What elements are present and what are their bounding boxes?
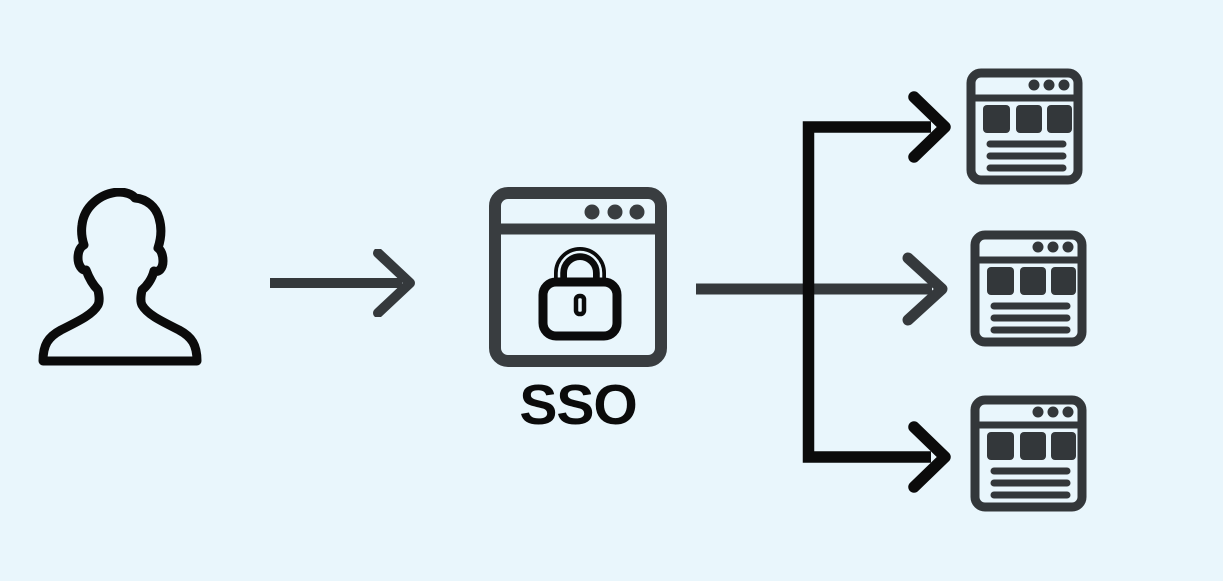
window-dots-icon (1032, 406, 1074, 418)
window-dots-icon (584, 204, 645, 220)
lock-icon (538, 247, 622, 341)
content-tiles (987, 267, 1076, 295)
content-lines (990, 467, 1071, 499)
content-lines (990, 302, 1071, 334)
content-lines (986, 140, 1067, 172)
arrowhead-to-app-3 (908, 421, 951, 493)
app-window-icon-2 (970, 230, 1087, 347)
content-tiles (987, 432, 1076, 460)
app-window-icon-1 (966, 68, 1083, 185)
sso-window-icon (489, 187, 667, 367)
arrow-user-to-sso (270, 249, 415, 317)
arrowhead-to-app-1 (908, 91, 951, 163)
window-dots-icon (1032, 241, 1074, 253)
branch-connector (802, 91, 951, 493)
app-window-icon-3 (970, 395, 1087, 512)
user-icon (38, 188, 202, 366)
window-dots-icon (1028, 79, 1070, 91)
keyhole-icon (573, 293, 587, 317)
content-tiles (983, 105, 1072, 133)
sso-label: SSO (519, 373, 637, 437)
